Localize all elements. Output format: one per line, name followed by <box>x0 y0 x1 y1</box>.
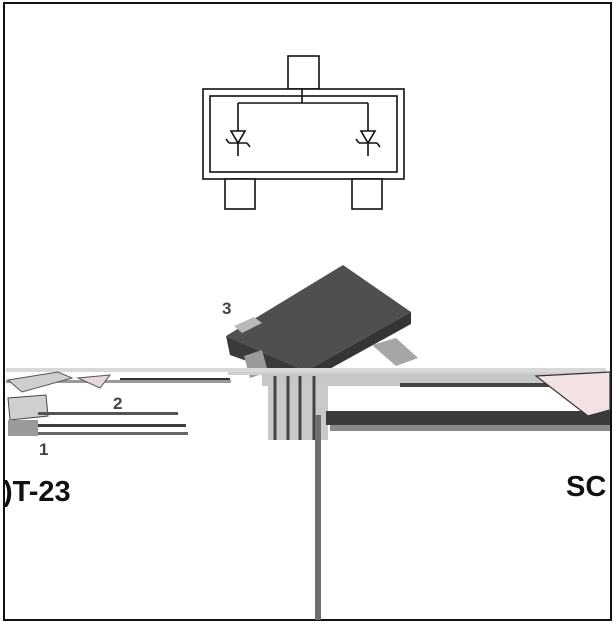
pin3-pad <box>287 55 320 90</box>
package-label-left: )T-23 <box>3 476 71 508</box>
pin-2-label: 2 <box>113 394 123 413</box>
pin-3-label: 3 <box>222 299 232 318</box>
lead-3 <box>234 317 262 333</box>
package-body-front <box>306 312 411 382</box>
package-outline-outer <box>202 88 405 180</box>
pin1-pad <box>224 178 256 210</box>
left-diode-symbol <box>225 130 251 156</box>
lead-front-2 <box>372 338 418 366</box>
package-outline-inner <box>209 95 398 173</box>
glitch-band <box>6 368 611 440</box>
package-body-top <box>226 265 411 371</box>
schematic-symbol <box>202 55 405 210</box>
pin-1-label: 1 <box>39 440 49 459</box>
pin2-pad <box>351 178 383 210</box>
right-diode-symbol <box>355 130 381 156</box>
package-label-right: SC <box>566 471 607 503</box>
